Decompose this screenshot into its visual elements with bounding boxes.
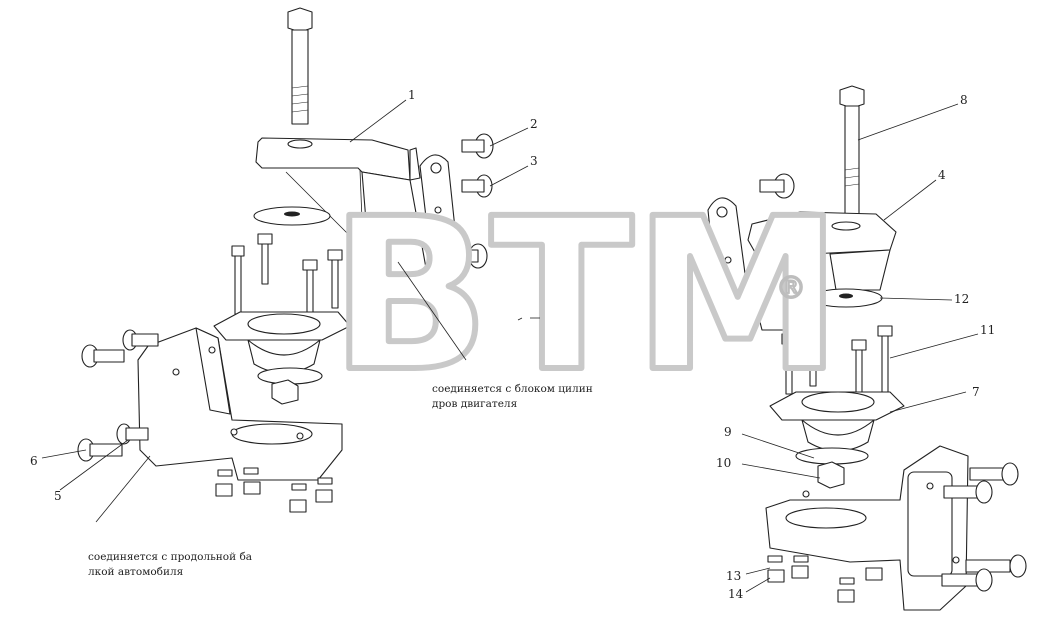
right-nuts — [767, 555, 883, 603]
note-engine-block-line1: соединяется с блоком цилин — [432, 383, 593, 395]
callout-10: 10 — [716, 456, 731, 470]
callout-3: 3 — [530, 154, 538, 168]
right-assembly — [707, 85, 1027, 611]
callout-14: 14 — [728, 587, 744, 601]
callout-numbers: 1 2 3 4 5 6 7 8 9 10 11 12 13 14 — [30, 88, 995, 601]
note-frame-rail-line1: соединяется с продольной ба — [88, 551, 253, 563]
left-cushion-mount — [213, 311, 351, 405]
watermark-text: BTM — [330, 173, 842, 418]
left-flange-bolts — [231, 233, 343, 317]
right-frame-bolts — [941, 462, 1027, 592]
note-frame-rail: соединяется с продольной ба лкой автомоб… — [88, 550, 252, 580]
note-engine-block-line2: дров двигателя — [432, 398, 518, 410]
right-lower-bracket — [765, 445, 969, 611]
callout-12: 12 — [954, 292, 969, 306]
left-assembly — [77, 7, 494, 513]
right-upper-bracket — [747, 211, 897, 331]
right-cushion-mount — [769, 391, 905, 489]
left-frame-bolts — [77, 329, 159, 462]
left-top-bolt — [287, 7, 313, 125]
left-link-plate — [419, 154, 461, 291]
callout-5: 5 — [54, 489, 62, 503]
callout-7: 7 — [972, 385, 980, 399]
right-top-bolt — [839, 85, 865, 227]
callout-4: 4 — [938, 168, 946, 182]
callout-13: 13 — [726, 569, 741, 583]
right-link-plate — [707, 173, 795, 337]
left-upper-bracket — [255, 137, 431, 291]
left-side-bolts — [455, 133, 494, 269]
btm-watermark: BTM ® — [327, 170, 845, 421]
callout-8: 8 — [960, 93, 968, 107]
left-nuts — [215, 467, 333, 513]
callout-11: 11 — [980, 323, 995, 337]
callout-9: 9 — [724, 425, 732, 439]
watermark-registered-mark: ® — [776, 271, 806, 306]
leader-lines — [41, 99, 979, 593]
note-frame-rail-line2: лкой автомобиля — [88, 566, 184, 578]
callout-2: 2 — [530, 117, 538, 131]
note-engine-block: соединяется с блоком цилин дров двигател… — [432, 382, 593, 412]
callout-6: 6 — [30, 454, 38, 468]
callout-1: 1 — [408, 88, 416, 102]
